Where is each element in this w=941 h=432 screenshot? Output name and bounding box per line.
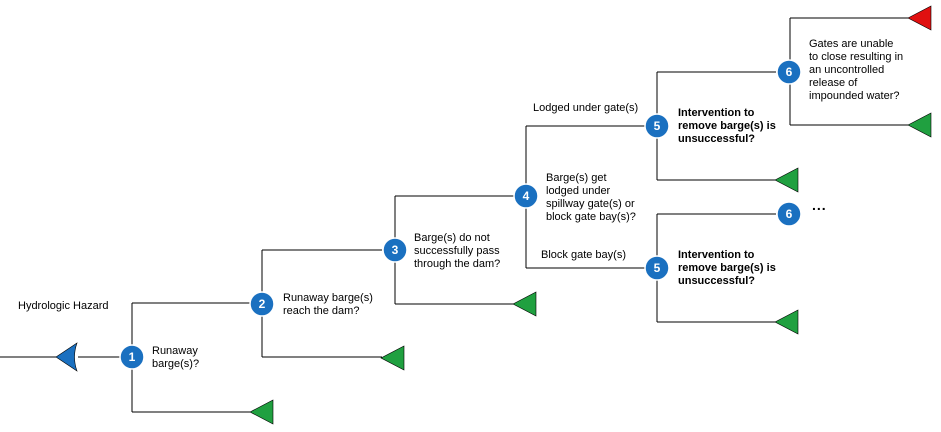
chance-node-n6a: 6 xyxy=(776,59,802,85)
chance-node-n2: 2 xyxy=(249,291,275,317)
chance-node-circle xyxy=(644,255,670,281)
chance-node-circle xyxy=(119,344,145,370)
end-green-3-triangle xyxy=(512,291,537,317)
start-marker xyxy=(55,342,78,372)
chance-node-circle xyxy=(513,183,539,209)
chance-node-n3: 3 xyxy=(382,237,408,263)
chance-node-number: 1 xyxy=(129,350,136,364)
chance-nodes: 1 2 3 4 5 5 6 6 xyxy=(119,59,802,370)
branch-label-block: Block gate bay(s) xyxy=(541,249,626,261)
chance-node-n6b: 6 xyxy=(776,201,802,227)
branch-label-lodged: Lodged under gate(s) xyxy=(533,102,639,114)
start-label: Hydrologic Hazard xyxy=(18,300,109,312)
chance-node-circle xyxy=(644,113,670,139)
end-green-5b-triangle xyxy=(774,309,799,335)
chance-node-number: 5 xyxy=(654,119,661,133)
chance-node-circle xyxy=(249,291,275,317)
end-markers xyxy=(55,5,932,425)
chance-node-n5b: 5 xyxy=(644,255,670,281)
end-red-6a-triangle xyxy=(907,5,932,31)
end-green-6a-triangle xyxy=(907,112,932,138)
end-green-2-triangle xyxy=(380,345,405,371)
chance-node-number: 6 xyxy=(786,207,793,221)
node-5b-label: Intervention to remove barge(s) is unsuc… xyxy=(678,249,776,287)
chance-node-number: 4 xyxy=(523,189,530,203)
chance-node-n4: 4 xyxy=(513,183,539,209)
node-1-label: Runaway barge(s)? xyxy=(152,345,200,370)
chance-node-circle xyxy=(776,201,802,227)
node-5a-label: Intervention to remove barge(s) is unsuc… xyxy=(678,107,776,145)
node-3-label: Barge(s) do not successfully pass throug… xyxy=(414,232,501,270)
continuation-ellipsis: ... xyxy=(812,197,827,213)
end-green-5a-triangle xyxy=(774,167,799,193)
node-6a-label: Gates are unable to close resulting in a… xyxy=(809,38,904,102)
chance-node-number: 5 xyxy=(654,261,661,275)
chance-node-circle xyxy=(776,59,802,85)
node-2-label: Runaway barge(s) reach the dam? xyxy=(283,292,373,317)
chance-node-number: 2 xyxy=(259,297,266,311)
chance-node-n5a: 5 xyxy=(644,113,670,139)
chance-node-circle xyxy=(382,237,408,263)
chance-node-n1: 1 xyxy=(119,344,145,370)
chance-node-number: 6 xyxy=(786,65,793,79)
end-green-1-triangle xyxy=(249,399,274,425)
chance-node-number: 3 xyxy=(392,243,399,257)
node-4-label: Barge(s) get lodged under spillway gate(… xyxy=(546,172,636,223)
